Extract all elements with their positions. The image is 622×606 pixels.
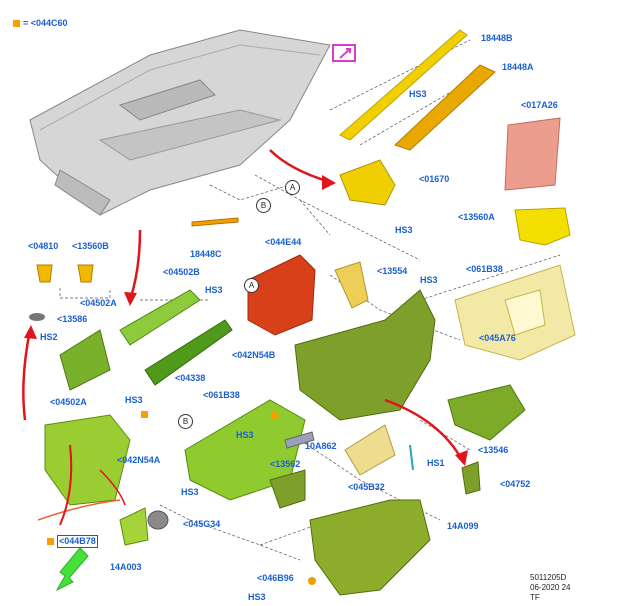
label-01670[interactable]: <01670 [419,174,450,184]
label-04502A-top[interactable]: <04502A [80,298,117,308]
part-13554 [334,261,369,309]
part-14A003 [119,507,149,546]
callout-A: A [244,278,259,293]
part-04752 [461,461,481,495]
part-046B96 [308,577,316,585]
part-14A099 [309,499,431,596]
part-04502A [59,329,111,391]
part-13560B [77,264,94,283]
magenta-marker [332,44,356,62]
part-13586 [29,313,45,321]
label-HS3-bottom-bottom[interactable]: HS3 [248,592,266,602]
part-13560A [514,207,571,246]
label-045B32[interactable]: <045B32 [348,482,385,492]
label-HS3-center[interactable]: HS3 [236,430,254,440]
legend: = <044C60 [13,18,68,28]
part-10A862 [284,431,315,449]
label-061B38-right[interactable]: <061B38 [466,264,503,274]
label-04752[interactable]: <04752 [500,479,531,489]
label-044E44[interactable]: <044E44 [265,237,302,247]
part-044E44 [247,254,316,336]
label-HS3-bottom[interactable]: HS3 [181,487,199,497]
label-HS3-right[interactable]: HS3 [420,275,438,285]
label-13586[interactable]: <13586 [57,314,88,324]
legend-swatch [13,20,20,28]
part-045G34 [147,510,169,530]
label-13560B[interactable]: <13560B [72,241,109,251]
label-HS3-left[interactable]: HS3 [205,285,223,295]
label-18448A[interactable]: 18448A [502,62,534,72]
part-045B32 [344,424,396,476]
red-arrows [22,149,468,526]
label-13546[interactable]: <13546 [478,445,509,455]
meta-date: 06-2020 24 [530,583,571,592]
label-04502B[interactable]: <04502B [163,267,200,277]
green-pointer-arrow [55,547,89,592]
label-HS3-top[interactable]: HS3 [409,89,427,99]
label-042N54B[interactable]: <042N54B [232,350,276,360]
part-18448C [191,217,239,227]
label-HS3-left-bottom[interactable]: HS3 [125,395,143,405]
part-13562 [269,469,306,509]
orange-marker [271,412,278,419]
trim-18448A [394,64,496,151]
label-04502A-bottom[interactable]: <04502A [50,397,87,407]
mat-017A26 [504,117,561,191]
label-HS1[interactable]: HS1 [427,458,445,468]
label-HS3-mid[interactable]: HS3 [395,225,413,235]
part-044B78 [37,499,121,521]
orange-marker [47,538,54,545]
label-045A76[interactable]: <045A76 [479,333,516,343]
orange-marker [141,411,148,418]
label-017A26[interactable]: <017A26 [521,100,558,110]
label-044B78[interactable]: <044B78 [57,535,98,548]
label-13554[interactable]: <13554 [377,266,408,276]
part-04810 [36,264,53,283]
label-14A099[interactable]: 14A099 [447,521,479,531]
label-18448C[interactable]: 18448C [190,249,222,259]
instrument-panel-main [29,29,331,216]
document-meta: 5011205D 06-2020 24 TF [530,573,570,603]
part-042N54B [294,289,436,421]
callout-B: B [178,414,193,429]
label-042N54A[interactable]: <042N54A [117,455,161,465]
part-04502B [119,289,201,346]
meta-code: 5011205D [530,573,567,582]
label-14A003[interactable]: 14A003 [110,562,142,572]
part-13546 [447,384,526,441]
label-04338[interactable]: <04338 [175,373,206,383]
trim-18448B [339,29,468,141]
legend-text: = <044C60 [23,18,68,28]
label-HS2[interactable]: HS2 [40,332,58,342]
label-13560A[interactable]: <13560A [458,212,495,222]
label-061B38-left[interactable]: <061B38 [203,390,240,400]
label-18448B[interactable]: 18448B [481,33,513,43]
callout-A: A [285,180,300,195]
part-HS1 [409,444,414,471]
label-10A862[interactable]: 10A862 [305,441,337,451]
label-04810[interactable]: <04810 [28,241,59,251]
callout-B: B [256,198,271,213]
part-01670 [339,159,396,206]
meta-suffix: TF [530,593,540,602]
label-13562[interactable]: <13562 [270,459,301,469]
label-046B96[interactable]: <046B96 [257,573,294,583]
label-045G34[interactable]: <045G34 [183,519,221,529]
part-04338 [144,319,233,386]
